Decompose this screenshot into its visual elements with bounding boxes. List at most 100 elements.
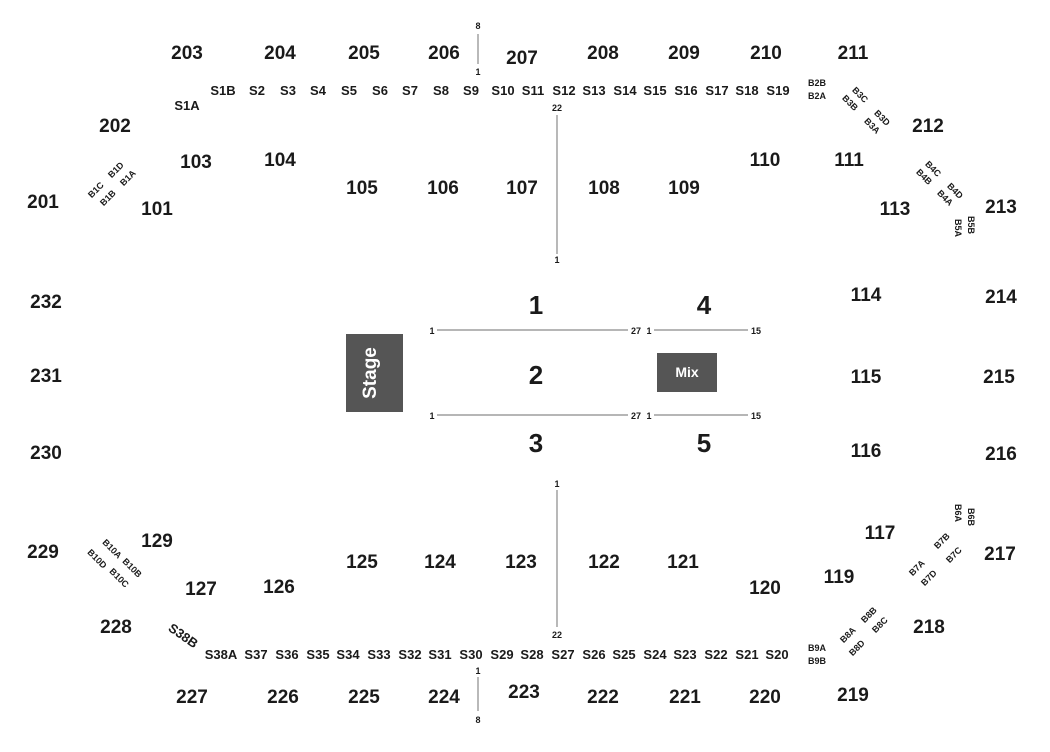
section-212[interactable]: 212 xyxy=(912,116,944,137)
box-b7b[interactable]: B7B xyxy=(932,531,952,551)
section-209[interactable]: 209 xyxy=(668,43,700,64)
suite-s17[interactable]: S17 xyxy=(705,83,728,98)
section-207[interactable]: 207 xyxy=(506,48,538,69)
section-111[interactable]: 111 xyxy=(834,150,864,171)
suite-s4[interactable]: S4 xyxy=(310,83,327,98)
section-231[interactable]: 231 xyxy=(30,366,62,387)
section-127[interactable]: 127 xyxy=(185,579,217,600)
section-215[interactable]: 215 xyxy=(983,367,1015,388)
section-113[interactable]: 113 xyxy=(880,199,911,220)
section-228[interactable]: 228 xyxy=(100,617,132,638)
suite-s11[interactable]: S11 xyxy=(522,83,544,98)
suite-s33[interactable]: S33 xyxy=(367,647,390,662)
suite-s31[interactable]: S31 xyxy=(428,647,451,662)
section-201[interactable]: 201 xyxy=(27,192,59,213)
suite-s9[interactable]: S9 xyxy=(463,83,479,98)
section-115[interactable]: 115 xyxy=(851,367,882,388)
section-210[interactable]: 210 xyxy=(750,43,782,64)
section-202[interactable]: 202 xyxy=(99,116,131,137)
suite-s25[interactable]: S25 xyxy=(612,647,635,662)
section-223[interactable]: 223 xyxy=(508,682,540,703)
section-224[interactable]: 224 xyxy=(428,687,460,708)
box-b9b[interactable]: B9B xyxy=(808,656,827,666)
box-b6b[interactable]: B6B xyxy=(966,508,976,527)
suite-s18[interactable]: S18 xyxy=(735,83,758,98)
section-225[interactable]: 225 xyxy=(348,687,380,708)
box-b7d[interactable]: B7D xyxy=(919,568,939,588)
suite-s2[interactable]: S2 xyxy=(249,83,265,98)
section-203[interactable]: 203 xyxy=(171,43,203,64)
section-107[interactable]: 107 xyxy=(506,178,538,199)
box-b2b[interactable]: B2B xyxy=(808,78,827,88)
suite-s20[interactable]: S20 xyxy=(765,647,788,662)
suite-s34[interactable]: S34 xyxy=(336,647,360,662)
box-b5b[interactable]: B5B xyxy=(966,216,976,235)
section-122[interactable]: 122 xyxy=(588,552,620,573)
section-218[interactable]: 218 xyxy=(913,617,945,638)
suite-s5[interactable]: S5 xyxy=(341,83,357,98)
floor-section-4[interactable]: 4 xyxy=(697,290,712,320)
suite-s32[interactable]: S32 xyxy=(398,647,421,662)
section-121[interactable]: 121 xyxy=(667,552,699,573)
section-124[interactable]: 124 xyxy=(424,552,456,573)
section-105[interactable]: 105 xyxy=(346,178,378,199)
section-103[interactable]: 103 xyxy=(180,152,212,173)
box-b9a[interactable]: B9A xyxy=(808,643,827,653)
box-b2a[interactable]: B2A xyxy=(808,91,827,101)
section-120[interactable]: 120 xyxy=(749,578,781,599)
section-206[interactable]: 206 xyxy=(428,43,460,64)
suite-s1a[interactable]: S1A xyxy=(174,98,200,113)
section-217[interactable]: 217 xyxy=(984,544,1016,565)
suite-s35[interactable]: S35 xyxy=(306,647,329,662)
section-220[interactable]: 220 xyxy=(749,687,781,708)
suite-s30[interactable]: S30 xyxy=(459,647,482,662)
section-219[interactable]: 219 xyxy=(837,685,869,706)
suite-s15[interactable]: S15 xyxy=(643,83,666,98)
section-227[interactable]: 227 xyxy=(176,687,208,708)
section-213[interactable]: 213 xyxy=(985,197,1017,218)
section-114[interactable]: 114 xyxy=(851,285,882,306)
floor-section-3[interactable]: 3 xyxy=(529,428,543,458)
box-b6a[interactable]: B6A xyxy=(953,504,963,523)
suite-s3[interactable]: S3 xyxy=(280,83,296,98)
suite-s21[interactable]: S21 xyxy=(735,647,758,662)
suite-s36[interactable]: S36 xyxy=(275,647,298,662)
section-230[interactable]: 230 xyxy=(30,443,62,464)
suite-s38b[interactable]: S38B xyxy=(166,620,201,651)
suite-s1b[interactable]: S1B xyxy=(210,83,235,98)
suite-s13[interactable]: S13 xyxy=(582,83,605,98)
suite-s6[interactable]: S6 xyxy=(372,83,388,98)
suite-s27[interactable]: S27 xyxy=(551,647,574,662)
section-221[interactable]: 221 xyxy=(669,687,701,708)
suite-s10[interactable]: S10 xyxy=(491,83,514,98)
suite-s29[interactable]: S29 xyxy=(490,647,513,662)
suite-s38a[interactable]: S38A xyxy=(205,647,238,662)
section-205[interactable]: 205 xyxy=(348,43,380,64)
section-229[interactable]: 229 xyxy=(27,542,59,563)
suite-s16[interactable]: S16 xyxy=(674,83,697,98)
section-204[interactable]: 204 xyxy=(264,43,296,64)
suite-s8[interactable]: S8 xyxy=(433,83,449,98)
section-106[interactable]: 106 xyxy=(427,178,459,199)
section-108[interactable]: 108 xyxy=(588,178,620,199)
suite-s7[interactable]: S7 xyxy=(402,83,418,98)
suite-s19[interactable]: S19 xyxy=(766,83,789,98)
section-214[interactable]: 214 xyxy=(985,287,1017,308)
section-110[interactable]: 110 xyxy=(750,150,781,171)
section-222[interactable]: 222 xyxy=(587,687,619,708)
section-104[interactable]: 104 xyxy=(264,150,296,171)
suite-s22[interactable]: S22 xyxy=(704,647,727,662)
section-208[interactable]: 208 xyxy=(587,43,619,64)
section-109[interactable]: 109 xyxy=(668,178,700,199)
floor-section-2[interactable]: 2 xyxy=(529,360,543,390)
section-119[interactable]: 119 xyxy=(824,567,855,588)
section-117[interactable]: 117 xyxy=(865,523,896,544)
section-226[interactable]: 226 xyxy=(267,687,299,708)
box-b5a[interactable]: B5A xyxy=(953,219,963,238)
suite-s14[interactable]: S14 xyxy=(613,83,637,98)
section-216[interactable]: 216 xyxy=(985,444,1017,465)
section-125[interactable]: 125 xyxy=(346,552,378,573)
suite-s28[interactable]: S28 xyxy=(520,647,543,662)
box-b7c[interactable]: B7C xyxy=(944,545,964,565)
section-211[interactable]: 211 xyxy=(838,43,869,64)
